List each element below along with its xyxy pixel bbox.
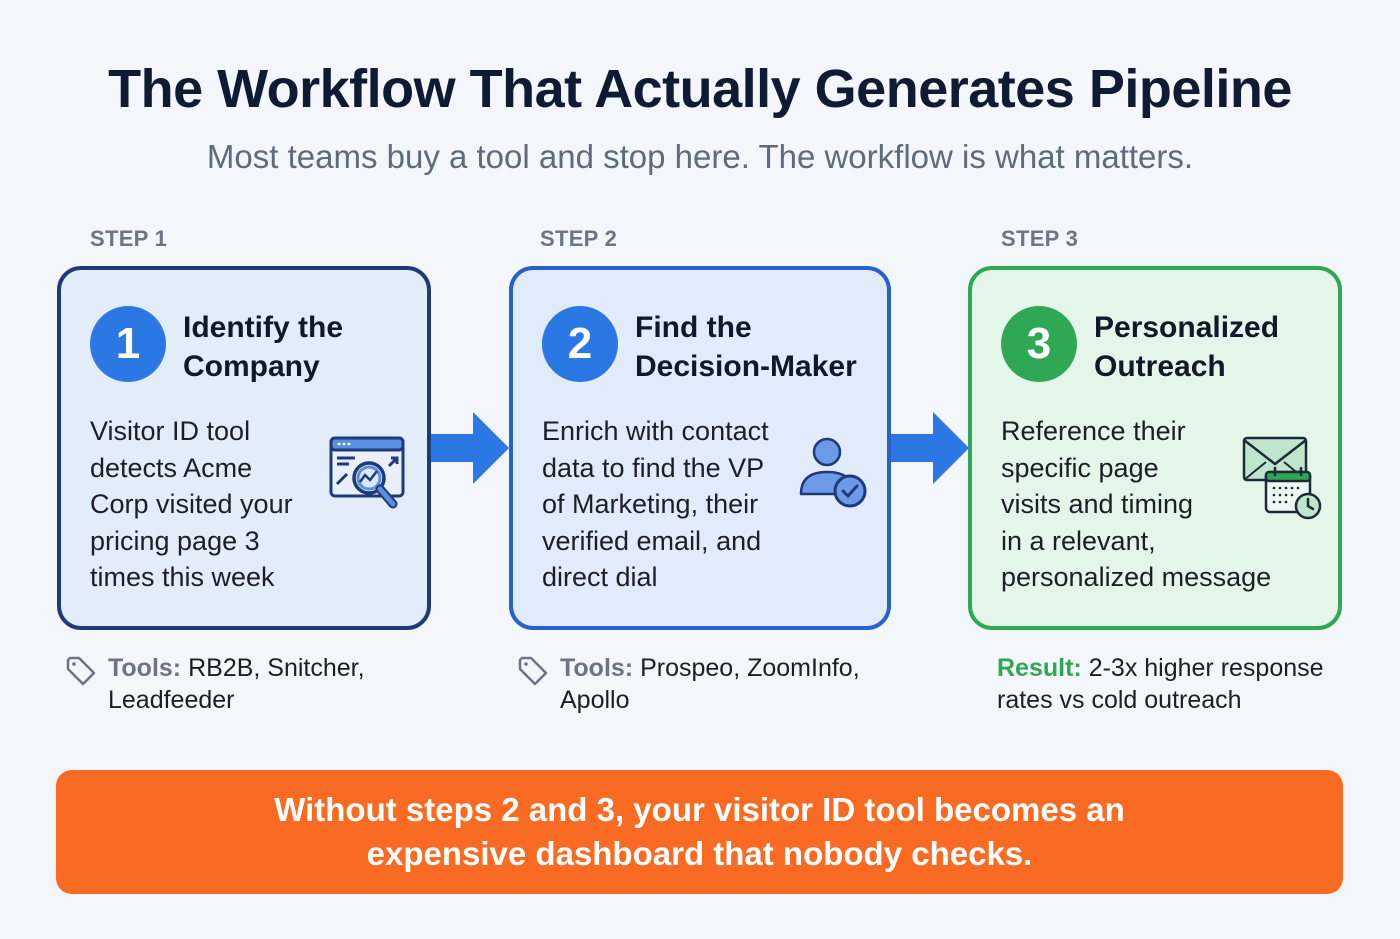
step-2-footnote: Tools: Prospeo, ZoomInfo, Apollo: [516, 652, 860, 716]
step-2-footnote-label: Tools:: [560, 654, 634, 682]
step-1-title: Identify the Company: [183, 311, 344, 383]
step-3-result-text: 2-3x higher response rates vs cold outre…: [997, 654, 1324, 714]
step-2-label: STEP 2: [540, 226, 618, 251]
tag-icon: [516, 654, 550, 696]
step-1-footnote-label: Tools:: [108, 654, 182, 682]
warning-banner: Without steps 2 and 3, your visitor ID t…: [56, 770, 1343, 894]
step-3-result-label: Result:: [997, 654, 1082, 682]
step-3-description: Reference their specific page visits and…: [1001, 416, 1272, 592]
step-1-footnote: Tools: RB2B, Snitcher, Leadfeeder: [64, 652, 365, 716]
step-1-card: 1 Identify the Company Visitor ID tool d…: [57, 266, 431, 630]
step-1-description: Visitor ID tool detects Acme Corp visite…: [90, 416, 293, 592]
email-calendar-clock-icon: [1242, 434, 1326, 527]
arrow-right-icon: [891, 412, 971, 489]
step-2-number-badge: 2: [542, 306, 618, 382]
step-1-number-badge: 1: [90, 306, 166, 382]
step-1-label: STEP 1: [90, 226, 168, 251]
page-title: The Workflow That Actually Generates Pip…: [108, 59, 1292, 119]
step-3-footnote: Result: 2-3x higher response rates vs co…: [997, 652, 1324, 716]
step-2-card: 2 Find the Decision-Maker Enrich with co…: [509, 266, 891, 630]
browser-analytics-search-icon: [327, 434, 407, 521]
page-subtitle: Most teams buy a tool and stop here. The…: [206, 138, 1194, 175]
step-3-label: STEP 3: [1001, 226, 1079, 251]
step-3-title: Personalized Outreach: [1094, 311, 1280, 383]
warning-banner-text: Without steps 2 and 3, your visitor ID t…: [274, 791, 1125, 872]
step-2-footnote-text: Prospeo, ZoomInfo, Apollo: [560, 654, 860, 714]
step-3-card: 3 Personalized Outreach Reference their …: [968, 266, 1342, 630]
step-2-description: Enrich with contact data to find the VP …: [542, 416, 769, 592]
tag-icon: [64, 654, 98, 696]
step-2-title: Find the Decision-Maker: [635, 311, 857, 383]
user-verified-icon: [797, 434, 873, 515]
step-1-footnote-text: RB2B, Snitcher, Leadfeeder: [108, 654, 365, 714]
step-3-number-badge: 3: [1001, 306, 1077, 382]
arrow-right-icon: [431, 412, 511, 489]
